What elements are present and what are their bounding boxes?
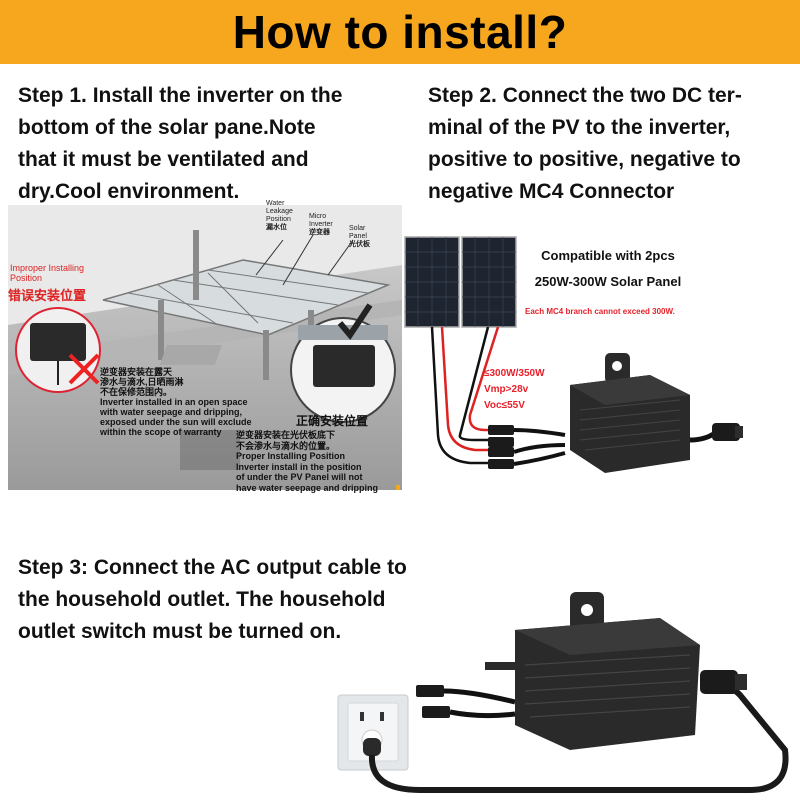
water-leakage-label: Water Leakage Position 漏水位: [266, 200, 293, 232]
ac-outlet-diagram: [337, 592, 789, 793]
improper-en-line: within the scope of warranty: [100, 427, 222, 437]
water-leakage-line: Leakage: [266, 208, 293, 215]
branch-limit-note: Each MC4 branch cannot exceed 300W.: [525, 307, 675, 316]
checkmark-icon: [337, 303, 373, 341]
improper-en-line: exposed under the sun will exclude: [100, 417, 252, 427]
wall-outlet: [337, 694, 409, 771]
solar-panel-left: [404, 236, 460, 328]
spec-line: Vmp>28v: [484, 384, 529, 395]
step-3-line: Step 3: Connect the AC output cable to: [18, 556, 407, 579]
step-1-line: dry.Cool environment.: [18, 180, 240, 203]
ac-plug-icon: [700, 670, 738, 694]
improper-cn-line: 逆变器安装在露天: [100, 367, 173, 377]
step-1-text: Step 1. Install the inverter on the bott…: [18, 80, 398, 208]
step-2-line: minal of the PV to the inverter,: [428, 116, 731, 139]
ac-plug-icon: [712, 423, 740, 441]
solar-panel-line: Panel: [349, 233, 367, 240]
spec-line: Voc≤55V: [484, 400, 525, 411]
improper-title-line: Improper Installing: [10, 263, 85, 273]
proper-en-line: Inverter install in the position: [236, 461, 362, 472]
proper-cn-line: 不会渗水与滴水的位置。: [236, 440, 336, 451]
water-leakage-line: 漏水位: [266, 224, 287, 231]
improper-cn-label: 错误安装位置: [8, 288, 87, 303]
proper-en-line: of under the PV Panel will not: [236, 472, 363, 482]
step-2-text: Step 2. Connect the two DC ter- minal of…: [428, 80, 788, 208]
proper-cn-line: 逆变器安装在光伏板底下: [236, 430, 336, 440]
micro-inverter-line: 逆变器: [309, 229, 330, 236]
improper-cn-line: 不在保修范围内。: [100, 387, 173, 397]
compat-line: 250W-300W Solar Panel: [534, 274, 682, 289]
proper-cn-title: 正确安装位置: [296, 414, 369, 428]
proper-description: 逆变器安装在光伏板底下 不会渗水与滴水的位置。 Proper Installin…: [236, 430, 378, 493]
step-2-line: Step 2. Connect the two DC ter-: [428, 84, 742, 107]
micro-inverter: [485, 592, 700, 750]
proper-en-line: have water seepage and dripping: [236, 482, 379, 493]
rooftop-installation-illustration: [8, 205, 402, 490]
water-leakage-line: Position: [266, 216, 291, 223]
micro-inverter: [570, 353, 690, 473]
inverter-icon: [30, 323, 86, 361]
improper-description: 逆变器安装在露天 渗水与滴水,日晒雨淋 不在保修范围内。 Inverter in…: [100, 367, 252, 437]
improper-title-label: Improper Installing Position: [10, 263, 84, 283]
step-3-line: the household outlet. The household: [18, 588, 386, 611]
compat-line: Compatible with 2pcs: [541, 248, 675, 263]
spec-line: ≤300W/350W: [484, 368, 545, 379]
improper-cn-line: 渗水与滴水,日晒雨淋: [100, 377, 184, 387]
compatibility-note: Compatible with 2pcs 250W-300W Solar Pan…: [518, 243, 698, 295]
solar-panel-right: [461, 236, 517, 328]
solar-panel-label: Solar Panel 光伏板: [349, 225, 370, 249]
improper-title-line: Position: [10, 273, 43, 283]
dc-connection-diagram: [404, 236, 743, 473]
step-2-line: positive to positive, negative to: [428, 148, 741, 171]
water-leakage-line: Water: [266, 200, 285, 207]
outlet-plug-icon: [363, 738, 381, 756]
solar-panel-line: 光伏板: [349, 241, 370, 248]
proper-en-line: Proper Installing Position: [236, 451, 346, 461]
micro-inverter-line: Inverter: [309, 221, 333, 228]
title-banner: How to install?: [0, 0, 800, 64]
page-title: How to install?: [232, 6, 568, 58]
improper-en-line: Inverter installed in an open space: [100, 397, 248, 407]
micro-inverter-label: Micro Inverter 逆变器: [309, 213, 333, 237]
step-3-text: Step 3: Connect the AC output cable to t…: [18, 552, 488, 648]
step-1-line: Step 1. Install the inverter on the: [18, 84, 343, 107]
micro-inverter-line: Micro: [309, 213, 327, 220]
improper-en-line: with water seepage and dripping,: [100, 407, 243, 417]
inverter-icon: [313, 345, 375, 387]
step-3-line: outlet switch must be turned on.: [18, 620, 342, 643]
step-1-line: that it must be ventilated and: [18, 148, 309, 171]
step-2-line: negative MC4 Connector: [428, 180, 675, 203]
inverter-specs: ≤300W/350W Vmp>28v Voc≤55V: [484, 366, 545, 414]
solar-panel-line: Solar: [349, 225, 366, 232]
step-1-line: bottom of the solar pane.Note: [18, 116, 316, 139]
